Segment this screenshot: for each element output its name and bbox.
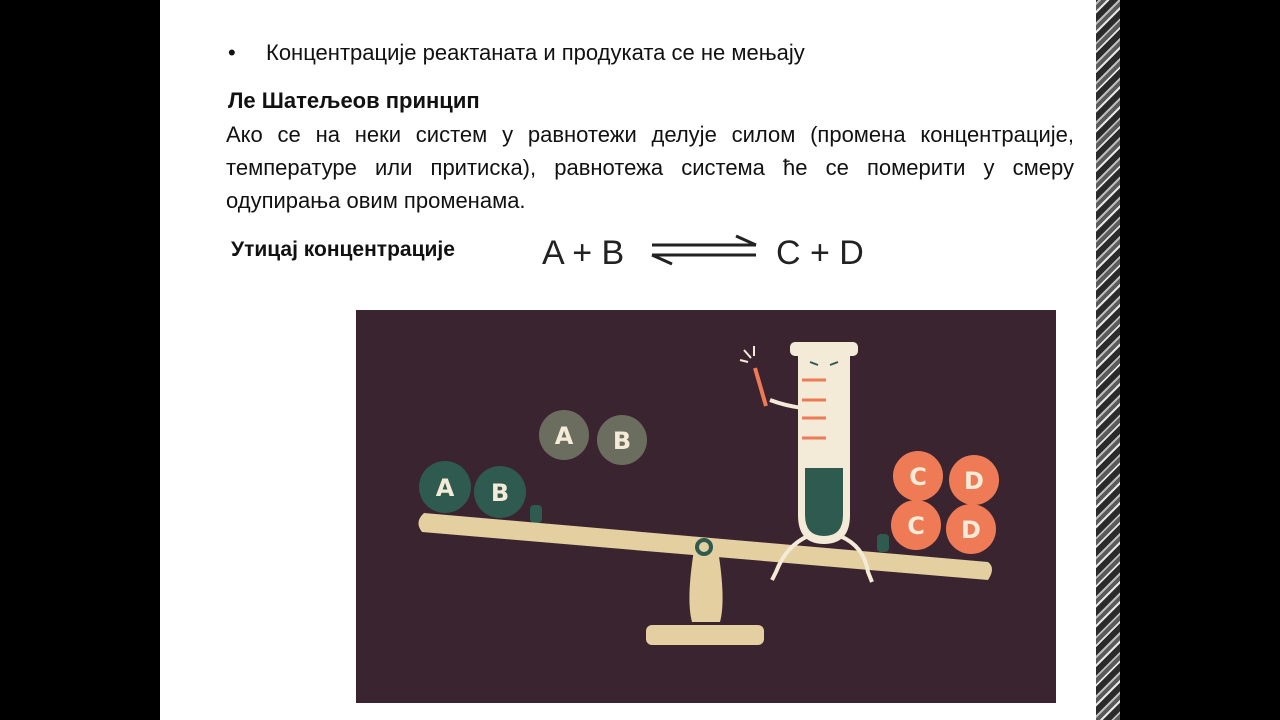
principle-paragraph: Ако се на неки систем у равнотежи делује… [226,122,1074,213]
molecule-b-floating: B [597,415,647,465]
equation-right: C + D [776,234,864,272]
molecule-label: A [555,422,574,450]
molecule-a-floating: A [539,410,589,460]
molecule-label: B [491,479,509,507]
wand-icon [753,367,768,407]
molecule-label: B [613,427,631,455]
slide-border-decoration [1090,0,1120,720]
equation-left: A + B [542,234,624,272]
bullet-marker: • [228,40,236,65]
le-chatelier-illustration: A B A B C D C D [356,310,1056,703]
molecule-a-on-beam: A [419,461,471,513]
molecule-d-bottom: D [946,504,996,554]
molecule-label: D [964,467,984,495]
molecule-label: D [961,516,981,544]
beam-stub-left [530,505,542,523]
test-tube-character-icon [739,342,874,583]
pivot-icon [695,538,713,556]
equilibrium-equation: A + B C + D [542,234,864,272]
molecule-c-top: C [893,451,943,501]
bullet-text: Концентрације реактаната и продуката се … [266,40,805,65]
molecule-d-top: D [949,455,999,505]
molecule-c-bottom: C [891,500,941,550]
bullet-item: • Концентрације реактаната и продуката се… [228,40,805,66]
molecule-label: C [909,463,927,491]
concentration-subheading: Утицај концентрације [231,238,455,261]
molecule-label: A [436,474,455,502]
molecule-b-on-beam: B [474,466,526,518]
beam-stub-right [877,534,889,552]
principle-heading: Ле Шатељеов принцип [228,88,480,113]
molecule-label: C [907,512,925,540]
equilibrium-arrows-icon [651,234,757,266]
seesaw-stand [646,550,764,645]
